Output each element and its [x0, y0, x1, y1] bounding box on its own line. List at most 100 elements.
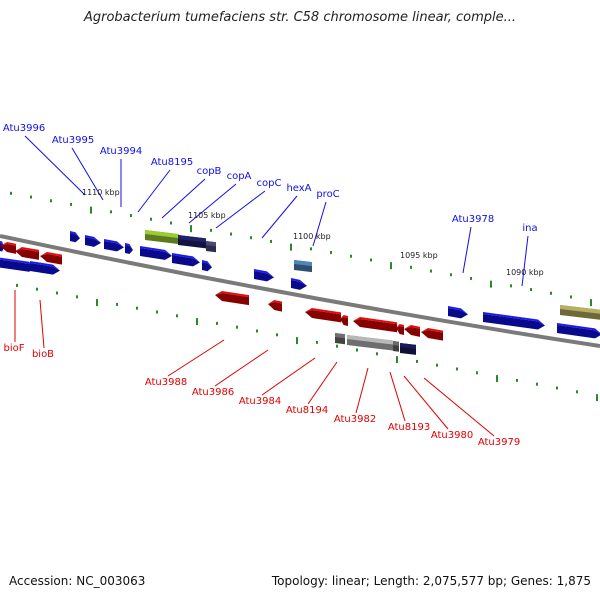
- scale-tick: [96, 299, 98, 307]
- scale-tick: [570, 295, 572, 299]
- scale-tick: [90, 206, 92, 214]
- scale-tick: [256, 329, 258, 333]
- scale-tick: [250, 236, 252, 240]
- gene-arrow[interactable]: [421, 328, 443, 341]
- scale-tick: [176, 314, 178, 318]
- gene-block[interactable]: [335, 333, 345, 345]
- gene-block[interactable]: [560, 305, 600, 320]
- gene-block[interactable]: [206, 241, 216, 253]
- gene-label: Atu3984: [239, 396, 281, 407]
- gene-arrow[interactable]: [70, 231, 80, 243]
- gene-arrow[interactable]: [30, 261, 60, 275]
- gene-label: Atu3994: [100, 146, 142, 157]
- scale-tick: [356, 348, 358, 352]
- scale-tick: [370, 258, 372, 262]
- scale-tick: [390, 262, 392, 270]
- scale-tick: [416, 359, 418, 363]
- scale-tick: [296, 337, 298, 345]
- scale-tick: [516, 378, 518, 382]
- scale-tick: [230, 232, 232, 236]
- gene-label: bioF: [4, 343, 25, 354]
- scale-tick: [36, 287, 38, 291]
- gene-arrow[interactable]: [291, 278, 307, 290]
- gene-arrow[interactable]: [396, 324, 404, 335]
- scale-label: 1110 kbp: [82, 188, 120, 197]
- leader-line: [462, 226, 472, 274]
- gene-label: Atu3982: [334, 414, 376, 425]
- scale-tick: [410, 265, 412, 269]
- gene-arrow[interactable]: [254, 269, 274, 282]
- gene-block[interactable]: [294, 260, 312, 273]
- scale-tick: [450, 273, 452, 277]
- gene-block[interactable]: [145, 230, 179, 245]
- gene-block[interactable]: [178, 235, 206, 249]
- scale-tick: [330, 251, 332, 255]
- gene-arrow[interactable]: [0, 242, 16, 254]
- gene-arrow[interactable]: [340, 315, 348, 326]
- scale-tick: [456, 367, 458, 371]
- scale-tick: [216, 321, 218, 325]
- gene-arrow[interactable]: [483, 312, 545, 330]
- scale-tick: [30, 195, 32, 199]
- gene-block[interactable]: [347, 335, 393, 351]
- scale-label: 1090 kbp: [506, 268, 544, 277]
- scale-tick: [76, 295, 78, 299]
- gene-arrow[interactable]: [305, 308, 341, 323]
- scale-label: 1095 kbp: [400, 251, 438, 260]
- gene-arrow[interactable]: [268, 300, 282, 312]
- scale-tick: [336, 344, 338, 348]
- leader-line: [167, 339, 225, 377]
- gene-arrow[interactable]: [85, 235, 101, 247]
- gene-features: [0, 230, 600, 355]
- gene-label: copA: [227, 171, 252, 182]
- leader-line: [521, 235, 529, 287]
- scale-tick: [236, 325, 238, 329]
- leader-line: [389, 371, 406, 422]
- gene-arrow[interactable]: [172, 253, 200, 267]
- gene-arrow[interactable]: [353, 317, 397, 333]
- scale-tick: [50, 199, 52, 203]
- gene-arrow[interactable]: [557, 323, 600, 339]
- gene-arrow[interactable]: [104, 239, 124, 252]
- leader-line: [188, 183, 237, 224]
- gene-label: bioB: [32, 349, 54, 360]
- scale-tick: [116, 302, 118, 306]
- scale-tick: [110, 210, 112, 214]
- scale-tick: [150, 217, 152, 221]
- gene-label: Atu3978: [452, 214, 494, 225]
- gene-arrow[interactable]: [0, 257, 36, 272]
- gene-arrow[interactable]: [125, 243, 133, 254]
- leader-line: [423, 377, 495, 437]
- gene-label: Atu3996: [3, 123, 45, 134]
- gene-label: copB: [197, 166, 222, 177]
- scale-tick: [16, 283, 18, 287]
- scale-tick: [476, 371, 478, 375]
- label-leader-lines: [14, 135, 529, 437]
- leader-line: [261, 195, 298, 239]
- gene-arrow[interactable]: [202, 260, 212, 272]
- leader-line: [39, 299, 45, 349]
- gene-block[interactable]: [393, 341, 399, 352]
- scale-ticks-top: [10, 191, 592, 307]
- scale-tick: [490, 280, 492, 288]
- leader-line: [261, 357, 316, 396]
- gene-arrow[interactable]: [215, 291, 249, 306]
- scale-tick: [130, 214, 132, 218]
- gene-arrow[interactable]: [140, 246, 172, 260]
- scale-tick: [550, 291, 552, 295]
- scale-tick: [210, 228, 212, 232]
- gene-label: Atu3980: [431, 430, 473, 441]
- gene-block[interactable]: [400, 343, 416, 355]
- gene-arrow[interactable]: [15, 247, 39, 260]
- gene-label: Atu8193: [388, 422, 430, 433]
- scale-tick: [430, 269, 432, 273]
- leader-line: [307, 361, 338, 405]
- gene-arrow[interactable]: [40, 252, 62, 265]
- scale-tick: [396, 356, 398, 364]
- gene-arrow[interactable]: [404, 325, 420, 337]
- scale-tick: [170, 221, 172, 225]
- map-title: Agrobacterium tumefaciens str. C58 chrom…: [83, 10, 517, 25]
- gene-arrow[interactable]: [448, 306, 468, 319]
